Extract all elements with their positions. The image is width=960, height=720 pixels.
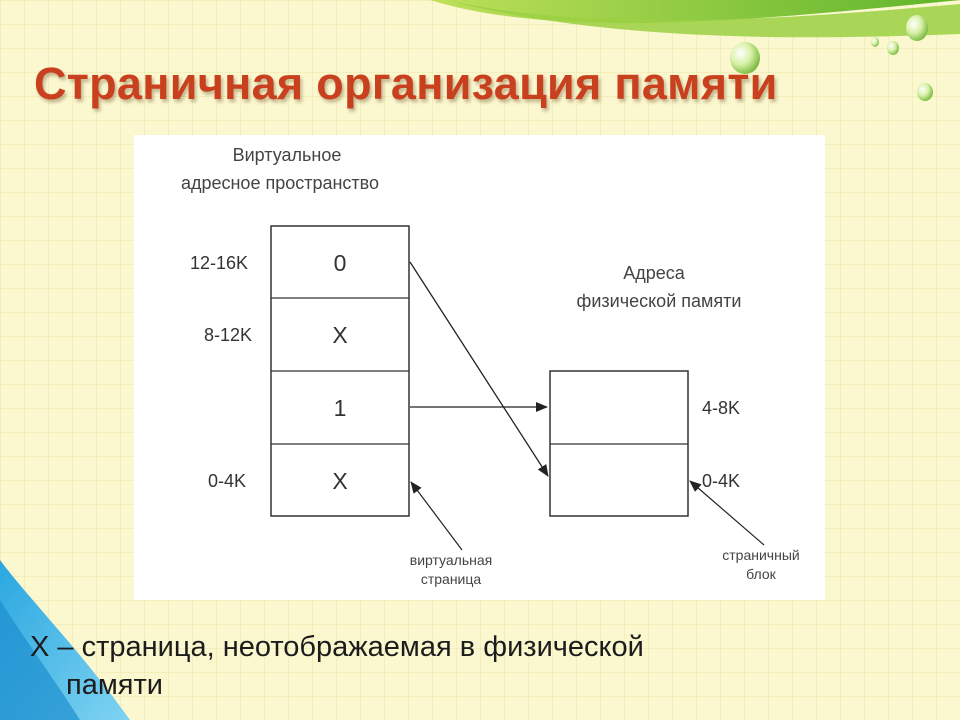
diagram-lines bbox=[270, 225, 765, 551]
virtual-heading-line2: адресное пространство bbox=[180, 173, 380, 193]
physical-range-label: 0-4K bbox=[702, 471, 741, 491]
water-drop-icon bbox=[887, 41, 899, 55]
slide-title: Страничная организация памяти bbox=[34, 58, 778, 109]
virtual-range-label: 12-16K bbox=[190, 253, 249, 273]
page-frame-caption-line1: страничный bbox=[722, 547, 800, 563]
paging-diagram: Виртуальное адресное пространство Адреса… bbox=[134, 135, 825, 600]
virtual-page-caption-line2: страница bbox=[420, 571, 482, 587]
water-drop-icon bbox=[917, 83, 933, 101]
virtual-heading-line1: Виртуальное bbox=[232, 145, 342, 165]
legend-footnote: X – страница, неотображаемая в физическо… bbox=[30, 628, 644, 704]
page-frame-pointer bbox=[689, 480, 765, 546]
water-drop-icon bbox=[871, 37, 879, 47]
virtual-page-cell: 1 bbox=[333, 395, 347, 421]
mapping-arrow-page0 bbox=[409, 261, 549, 477]
virtual-range-label: 0-4K bbox=[208, 471, 247, 491]
virtual-page-pointer bbox=[410, 481, 463, 551]
page-frame-caption-line2: блок bbox=[746, 566, 776, 582]
footnote-line1: X – страница, неотображаемая в физическо… bbox=[30, 631, 644, 663]
water-drop-icon bbox=[730, 42, 760, 74]
virtual-range-label: 8-12K bbox=[204, 325, 253, 345]
physical-heading-line1: Адреса bbox=[623, 263, 685, 283]
virtual-page-cell: X bbox=[332, 322, 348, 348]
virtual-page-cell: X bbox=[332, 468, 348, 494]
physical-range-label: 4-8K bbox=[702, 398, 741, 418]
virtual-page-cell: 0 bbox=[333, 250, 347, 276]
virtual-page-caption-line1: виртуальная bbox=[409, 552, 493, 568]
footnote-line2: памяти bbox=[66, 669, 163, 701]
physical-heading-line2: физической памяти bbox=[576, 291, 742, 311]
water-drop-icon bbox=[906, 15, 928, 41]
